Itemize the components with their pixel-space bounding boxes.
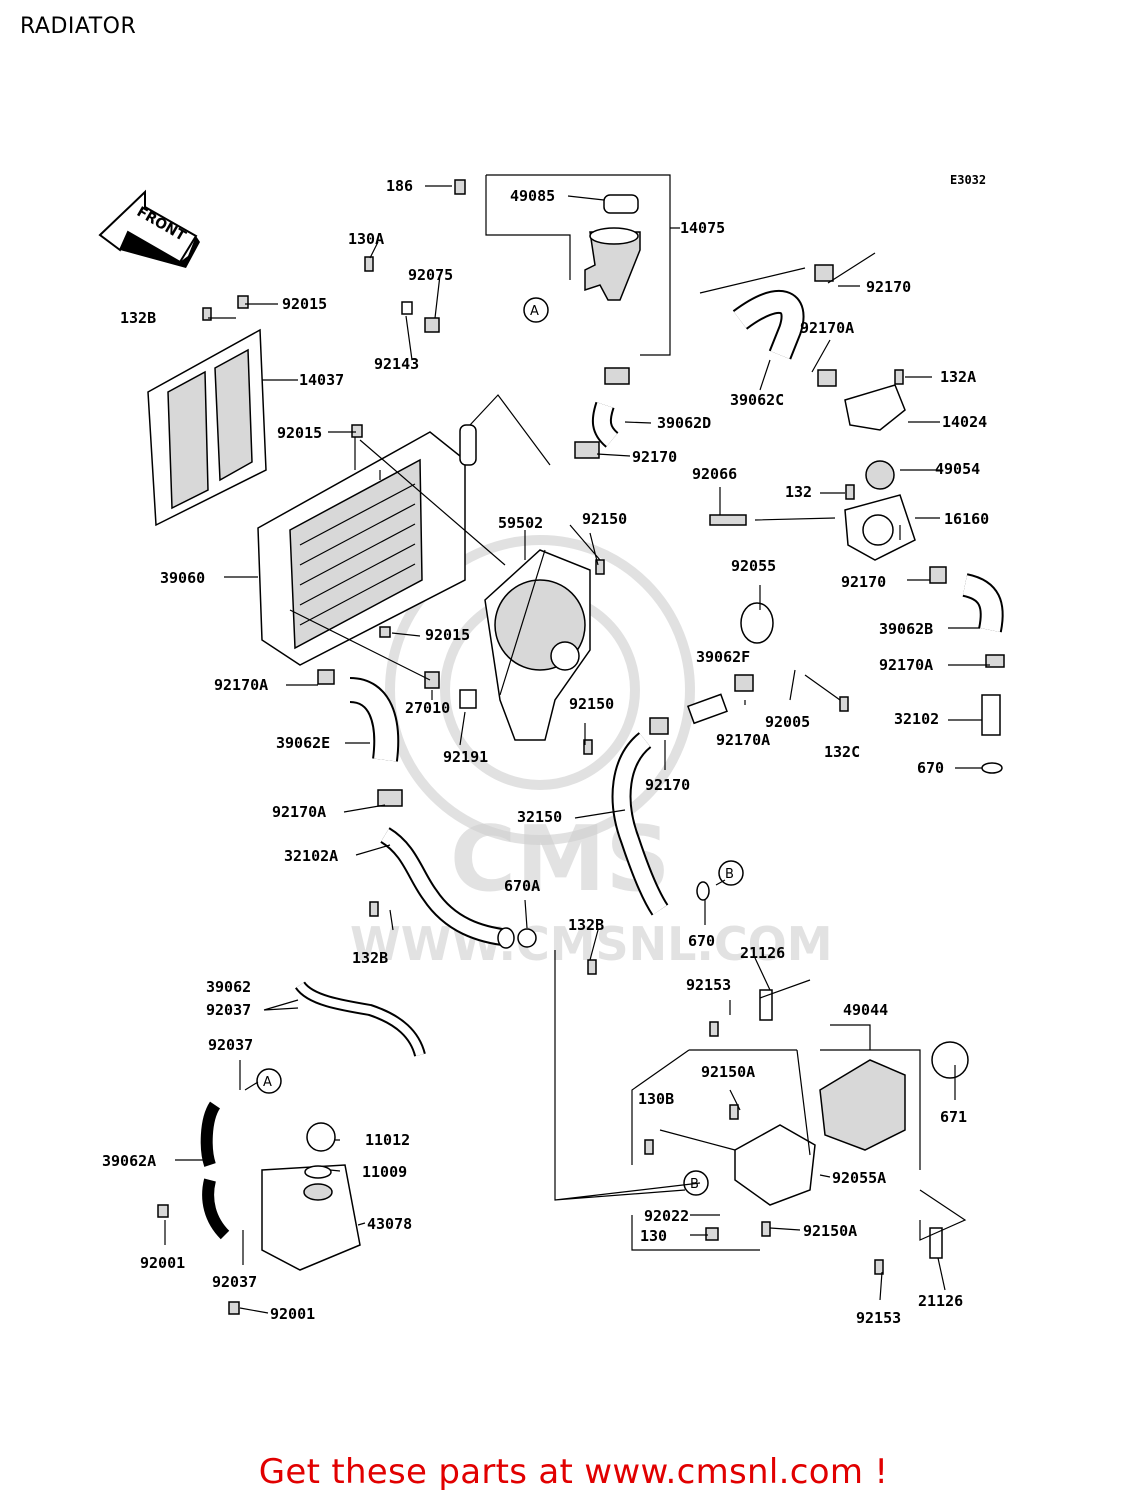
part-label: 92037 xyxy=(208,1036,253,1054)
part-label: 92170A xyxy=(272,803,326,821)
part-label: 92075 xyxy=(408,266,453,284)
part-label: 92001 xyxy=(140,1254,185,1272)
part-label: 132B xyxy=(120,309,156,327)
part-label: 92170A xyxy=(879,656,933,674)
part-label: 92170 xyxy=(841,573,886,591)
part-label: 92022 xyxy=(644,1207,689,1225)
part-label: 132B xyxy=(568,916,604,934)
part-label: 92001 xyxy=(270,1305,315,1323)
part-label: 39062B xyxy=(879,620,933,638)
radiator-shroud xyxy=(147,328,267,527)
part-labels: 186 49085 14075 E3032 130A 92075 92015 1… xyxy=(102,173,989,1327)
part-label: 39062C xyxy=(730,391,784,409)
part-label: 49044 xyxy=(843,1001,888,1019)
part-label: 92143 xyxy=(374,355,419,373)
part-label: 130B xyxy=(638,1090,674,1108)
callout-b-right: B xyxy=(718,860,744,886)
part-label: 11012 xyxy=(365,1131,410,1149)
svg-text:A: A xyxy=(530,304,539,319)
part-label: 92066 xyxy=(692,465,737,483)
part-label: 21126 xyxy=(740,944,785,962)
svg-text:A: A xyxy=(263,1075,272,1090)
hoses xyxy=(200,290,1004,1240)
part-label: 92150A xyxy=(701,1063,755,1081)
part-label: 14037 xyxy=(299,371,344,389)
part-label: 92037 xyxy=(206,1001,251,1019)
part-label: 92153 xyxy=(686,976,731,994)
part-label: 92015 xyxy=(277,424,322,442)
part-label: 92055 xyxy=(731,557,776,575)
part-label: 92015 xyxy=(282,295,327,313)
filler-neck xyxy=(454,179,641,301)
part-label: 92170A xyxy=(214,676,268,694)
part-label: 92055A xyxy=(832,1169,886,1187)
part-label: 39062 xyxy=(206,978,251,996)
part-label: 132A xyxy=(940,368,976,386)
part-label: 92170A xyxy=(800,319,854,337)
part-label: 16160 xyxy=(944,510,989,528)
part-label: 670 xyxy=(688,932,715,950)
part-label: 11009 xyxy=(362,1163,407,1181)
part-label: 14024 xyxy=(942,413,987,431)
part-label: 39062D xyxy=(657,414,711,432)
part-label: 32102A xyxy=(284,847,338,865)
water-pump xyxy=(734,1041,969,1206)
part-label: 130 xyxy=(640,1227,667,1245)
part-label: 92170 xyxy=(645,776,690,794)
part-label: 670 xyxy=(917,759,944,777)
part-label: 92150 xyxy=(582,510,627,528)
radiator-core xyxy=(257,424,477,666)
part-label: 43078 xyxy=(367,1215,412,1233)
part-label: 27010 xyxy=(405,699,450,717)
part-label: 39062A xyxy=(102,1152,156,1170)
part-label: 92150 xyxy=(569,695,614,713)
promo-footer-link[interactable]: Get these parts at www.cmsnl.com ! xyxy=(258,1452,889,1492)
part-label: 671 xyxy=(940,1108,967,1126)
part-label: 132 xyxy=(785,483,812,501)
part-label: 32150 xyxy=(517,808,562,826)
page-title: RADIATOR xyxy=(20,14,137,39)
part-label: 670A xyxy=(504,877,540,895)
part-label: 186 xyxy=(386,177,413,195)
part-label: 39060 xyxy=(160,569,205,587)
part-label: 21126 xyxy=(918,1292,963,1310)
part-label: 92170A xyxy=(716,731,770,749)
part-label: 92005 xyxy=(765,713,810,731)
part-label: 132C xyxy=(824,743,860,761)
callout-a-bottom: A xyxy=(256,1068,282,1094)
part-label: 92153 xyxy=(856,1309,901,1327)
cooling-fan xyxy=(484,549,591,741)
thermostat-housing xyxy=(844,384,916,561)
part-label: 92037 xyxy=(212,1273,257,1291)
front-arrow-icon: FRONT xyxy=(98,189,200,268)
part-label: 39062E xyxy=(276,734,330,752)
part-label: 49054 xyxy=(935,460,980,478)
part-label: 92015 xyxy=(425,626,470,644)
part-label: 39062F xyxy=(696,648,750,666)
part-label: 92150A xyxy=(803,1222,857,1240)
reserve-tank xyxy=(261,1122,361,1271)
part-label: 130A xyxy=(348,230,384,248)
leader-lines xyxy=(164,174,990,1314)
part-label: 14075 xyxy=(680,219,725,237)
part-label: 49085 xyxy=(510,187,555,205)
part-label: 92170 xyxy=(632,448,677,466)
svg-text:B: B xyxy=(690,1177,699,1192)
diagram-code: E3032 xyxy=(950,173,986,187)
part-label: 132B xyxy=(352,949,388,967)
svg-text:B: B xyxy=(725,867,734,882)
part-label: 32102 xyxy=(894,710,939,728)
part-label: 92170 xyxy=(866,278,911,296)
part-label: 92191 xyxy=(443,748,488,766)
callout-a-top: A xyxy=(523,297,549,323)
part-label: 59502 xyxy=(498,514,543,532)
